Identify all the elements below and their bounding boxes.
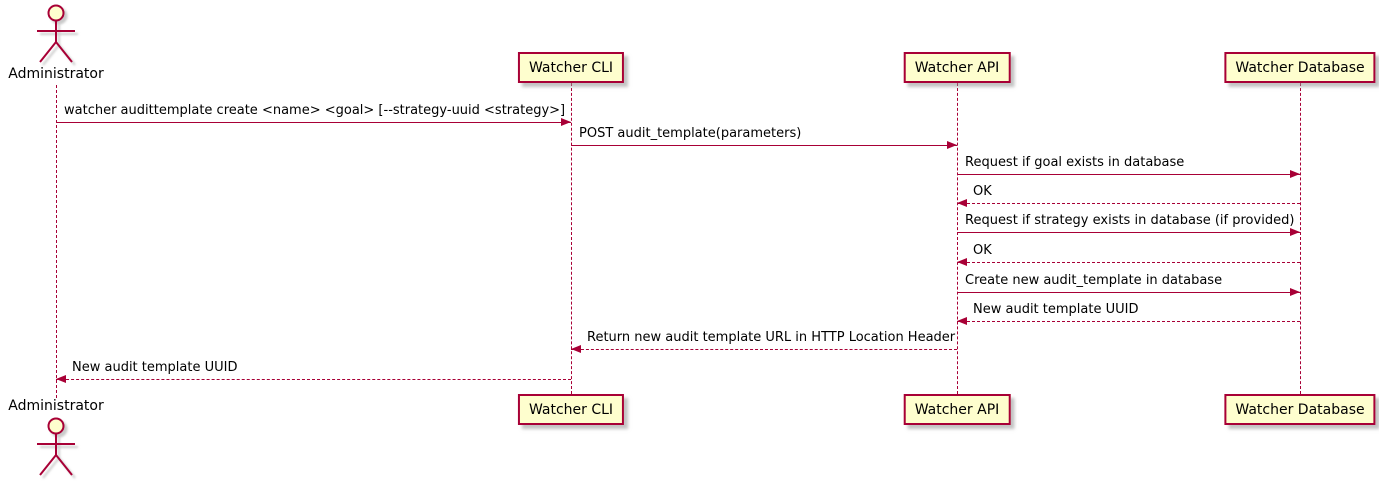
actor-icon: [37, 4, 75, 63]
lifeline-watcher-database: [1300, 83, 1301, 394]
arrowhead-left-icon: [56, 375, 66, 383]
actor-label-bottom: Administrator: [8, 398, 104, 414]
message-label: watcher audittemplate create <name> <goa…: [64, 103, 566, 118]
message-line: [571, 145, 957, 146]
message-line: [957, 203, 1300, 204]
arrowhead-left-icon: [571, 345, 581, 353]
arrowhead-right-icon: [1290, 288, 1300, 296]
message-line: [957, 321, 1300, 322]
participant-watcher-database-bottom: Watcher Database: [1224, 394, 1376, 425]
message-label: POST audit_template(parameters): [579, 126, 802, 141]
message-label: OK: [973, 243, 992, 258]
participant-watcher-api-bottom: Watcher API: [903, 394, 1011, 425]
message-line: [56, 379, 571, 380]
actor-icon: [37, 417, 75, 476]
participant-watcher-api-top: Watcher API: [903, 52, 1011, 83]
message-label: OK: [973, 184, 992, 199]
message-label: Create new audit_template in database: [965, 273, 1223, 288]
message-line: [957, 262, 1300, 263]
lifeline-administrator: [56, 85, 57, 398]
arrowhead-right-icon: [1290, 170, 1300, 178]
message-label: New audit template UUID: [973, 302, 1139, 317]
lifeline-watcher-cli: [571, 83, 572, 394]
message-line: [571, 349, 957, 350]
arrowhead-right-icon: [947, 141, 957, 149]
arrowhead-left-icon: [957, 317, 967, 325]
arrowhead-left-icon: [957, 258, 967, 266]
participant-watcher-cli-top: Watcher CLI: [517, 52, 625, 83]
participant-watcher-database-top: Watcher Database: [1224, 52, 1376, 83]
actor-label-top: Administrator: [8, 66, 104, 82]
arrowhead-right-icon: [561, 118, 571, 126]
message-label: New audit template UUID: [72, 360, 238, 375]
message-line: [56, 122, 571, 123]
message-label: Return new audit template URL in HTTP Lo…: [587, 330, 956, 345]
lifeline-watcher-api: [957, 83, 958, 394]
message-line: [957, 232, 1300, 233]
participant-watcher-cli-bottom: Watcher CLI: [517, 394, 625, 425]
message-label: Request if goal exists in database: [965, 155, 1185, 170]
message-line: [957, 174, 1300, 175]
arrowhead-left-icon: [957, 199, 967, 207]
message-label: Request if strategy exists in database (…: [965, 213, 1295, 228]
message-line: [957, 292, 1300, 293]
arrowhead-right-icon: [1290, 228, 1300, 236]
